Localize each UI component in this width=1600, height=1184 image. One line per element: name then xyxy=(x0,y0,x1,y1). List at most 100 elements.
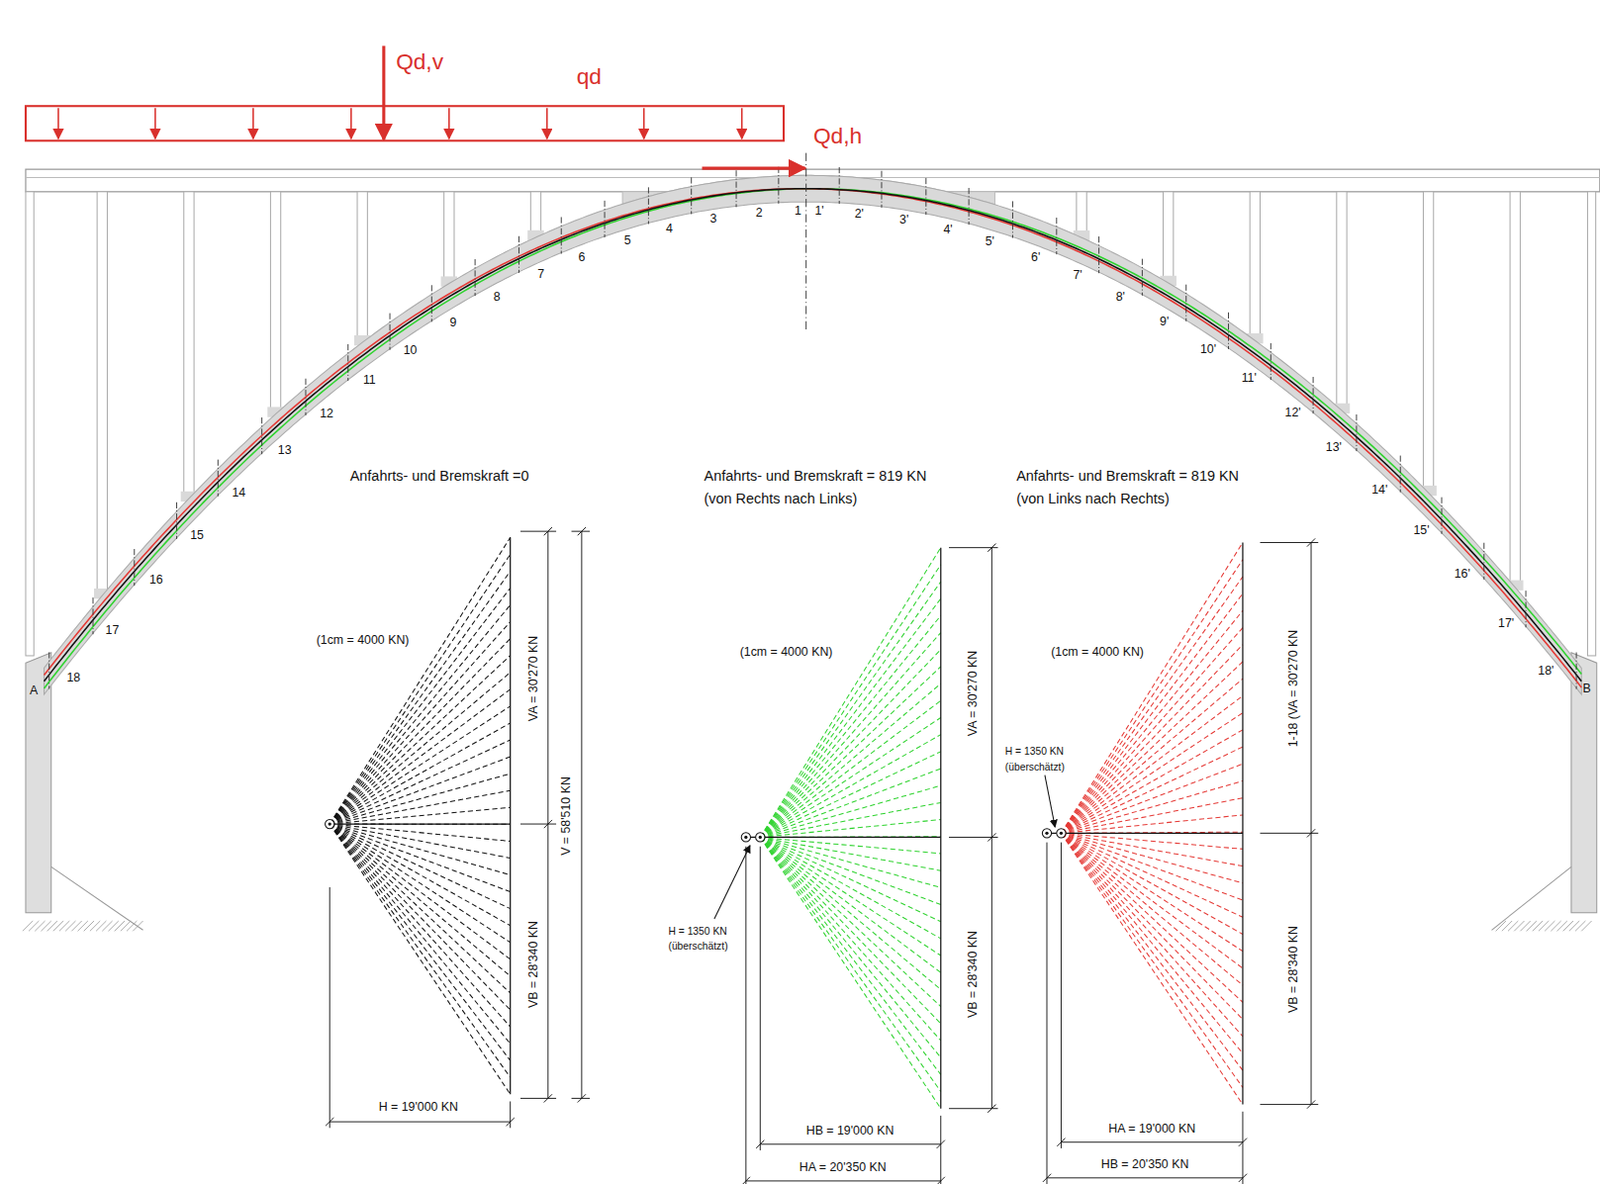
section-tick xyxy=(347,344,349,381)
polygon-ray xyxy=(1060,833,1243,866)
polygon-ray xyxy=(759,666,941,839)
dimension-line xyxy=(544,527,553,536)
load-line xyxy=(509,537,511,1095)
polygon-ray xyxy=(1060,833,1243,986)
spandrel-column xyxy=(444,191,455,285)
polygon-ray xyxy=(1060,833,1243,951)
section-number: 12' xyxy=(1285,406,1302,421)
spandrel-column xyxy=(357,191,368,344)
force-dimension: V = 58'510 KN xyxy=(561,774,575,858)
section-number: 17 xyxy=(105,625,120,640)
section-number: 1 xyxy=(794,204,802,219)
polygon-ray xyxy=(329,824,510,826)
pole-dot xyxy=(328,822,332,826)
polygon-ray xyxy=(329,723,510,825)
section-number: 8' xyxy=(1116,290,1126,305)
section-tick xyxy=(1313,376,1315,414)
hatch-line xyxy=(1532,921,1543,932)
polygon-ray xyxy=(329,824,510,994)
support-label: B xyxy=(1582,682,1591,697)
section-number: 3' xyxy=(899,213,909,228)
polygon-ray xyxy=(329,588,510,826)
hatch-line xyxy=(1575,921,1586,932)
section-tick xyxy=(968,188,970,225)
polygon-ray xyxy=(759,837,941,1092)
force-dimension: HA = 20'350 KN xyxy=(797,1161,889,1176)
polygon-ray xyxy=(759,683,941,838)
spandrel-column xyxy=(270,191,281,416)
force-dimension: HB = 20'350 KN xyxy=(1099,1158,1192,1173)
polygon-ray xyxy=(329,790,510,825)
hatch-line xyxy=(22,921,33,932)
hatch-line xyxy=(1569,921,1580,932)
load-arrow xyxy=(643,107,646,139)
hatch-line xyxy=(101,921,112,932)
point-load-arrow xyxy=(381,45,385,140)
force-dimension: VA = 30'270 KN xyxy=(966,649,981,739)
load-arrow xyxy=(154,107,157,139)
polygon-ray xyxy=(1060,610,1243,834)
polygon-ray xyxy=(759,820,941,839)
polygon-ray xyxy=(329,807,510,825)
dimension-line xyxy=(987,1105,996,1114)
polygon-ray xyxy=(759,837,941,1058)
polygon-ray xyxy=(759,837,941,853)
dimension-line xyxy=(987,833,996,842)
pole xyxy=(325,819,335,829)
force-dimension: VB = 28'340 KN xyxy=(1287,924,1302,1016)
dimension-line xyxy=(940,1116,942,1184)
ground-hatch xyxy=(22,921,1593,932)
section-number: 6' xyxy=(1031,251,1040,266)
section-number: 5' xyxy=(985,235,995,250)
spandrel-column xyxy=(96,191,107,597)
section-tick xyxy=(48,652,50,689)
dimension-line xyxy=(948,837,998,839)
force-polygon xyxy=(741,548,942,1110)
section-number: 16' xyxy=(1454,567,1471,582)
section-number: 7' xyxy=(1072,269,1082,283)
pole xyxy=(1041,829,1051,839)
polygon-ray xyxy=(759,837,941,973)
section-number: 18' xyxy=(1537,664,1554,679)
hatch-line xyxy=(1526,921,1537,932)
dimension-line xyxy=(1046,843,1048,1184)
polygon-ray xyxy=(329,824,510,1095)
hatch-line xyxy=(59,921,70,932)
dimension-line xyxy=(571,1098,591,1100)
polygon-ray xyxy=(1060,833,1243,1020)
force-note: (überschätzt) xyxy=(667,941,728,952)
polygon-ray xyxy=(759,837,941,956)
dimension-line xyxy=(577,527,586,536)
polygon-ray xyxy=(329,756,510,825)
section-number: 18 xyxy=(66,672,81,687)
section-tick xyxy=(648,187,650,224)
dimension-line xyxy=(948,1108,998,1110)
section-number: 1' xyxy=(814,204,824,219)
spandrel-column xyxy=(1163,191,1174,284)
polygon-ray xyxy=(759,548,941,839)
section-number: 10' xyxy=(1200,343,1217,358)
dimension-line xyxy=(1307,1100,1316,1109)
polygon-ray xyxy=(329,824,510,960)
dimension-line xyxy=(580,531,582,1099)
hatch-line xyxy=(1519,921,1530,932)
polygon-ray xyxy=(329,824,510,927)
force-dimension: HB = 19'000 KN xyxy=(804,1125,897,1139)
dimension-line xyxy=(1046,1177,1243,1179)
section-number: 12 xyxy=(319,407,334,422)
section-number: 16 xyxy=(149,573,164,588)
braking-force-arrow xyxy=(702,167,806,171)
section-number: 5 xyxy=(624,234,632,249)
dimension-line xyxy=(547,531,549,1099)
section-number: 2' xyxy=(854,207,864,222)
section-tick xyxy=(690,177,692,214)
arch-body xyxy=(44,175,1583,695)
section-number: 14 xyxy=(231,487,246,502)
dimension-line xyxy=(1259,833,1318,835)
polygon-ray xyxy=(1060,730,1243,834)
dimension-line xyxy=(509,1101,511,1129)
polygon-ray xyxy=(329,622,510,825)
polygon-ray xyxy=(329,824,510,1044)
pole-dot xyxy=(744,836,748,840)
